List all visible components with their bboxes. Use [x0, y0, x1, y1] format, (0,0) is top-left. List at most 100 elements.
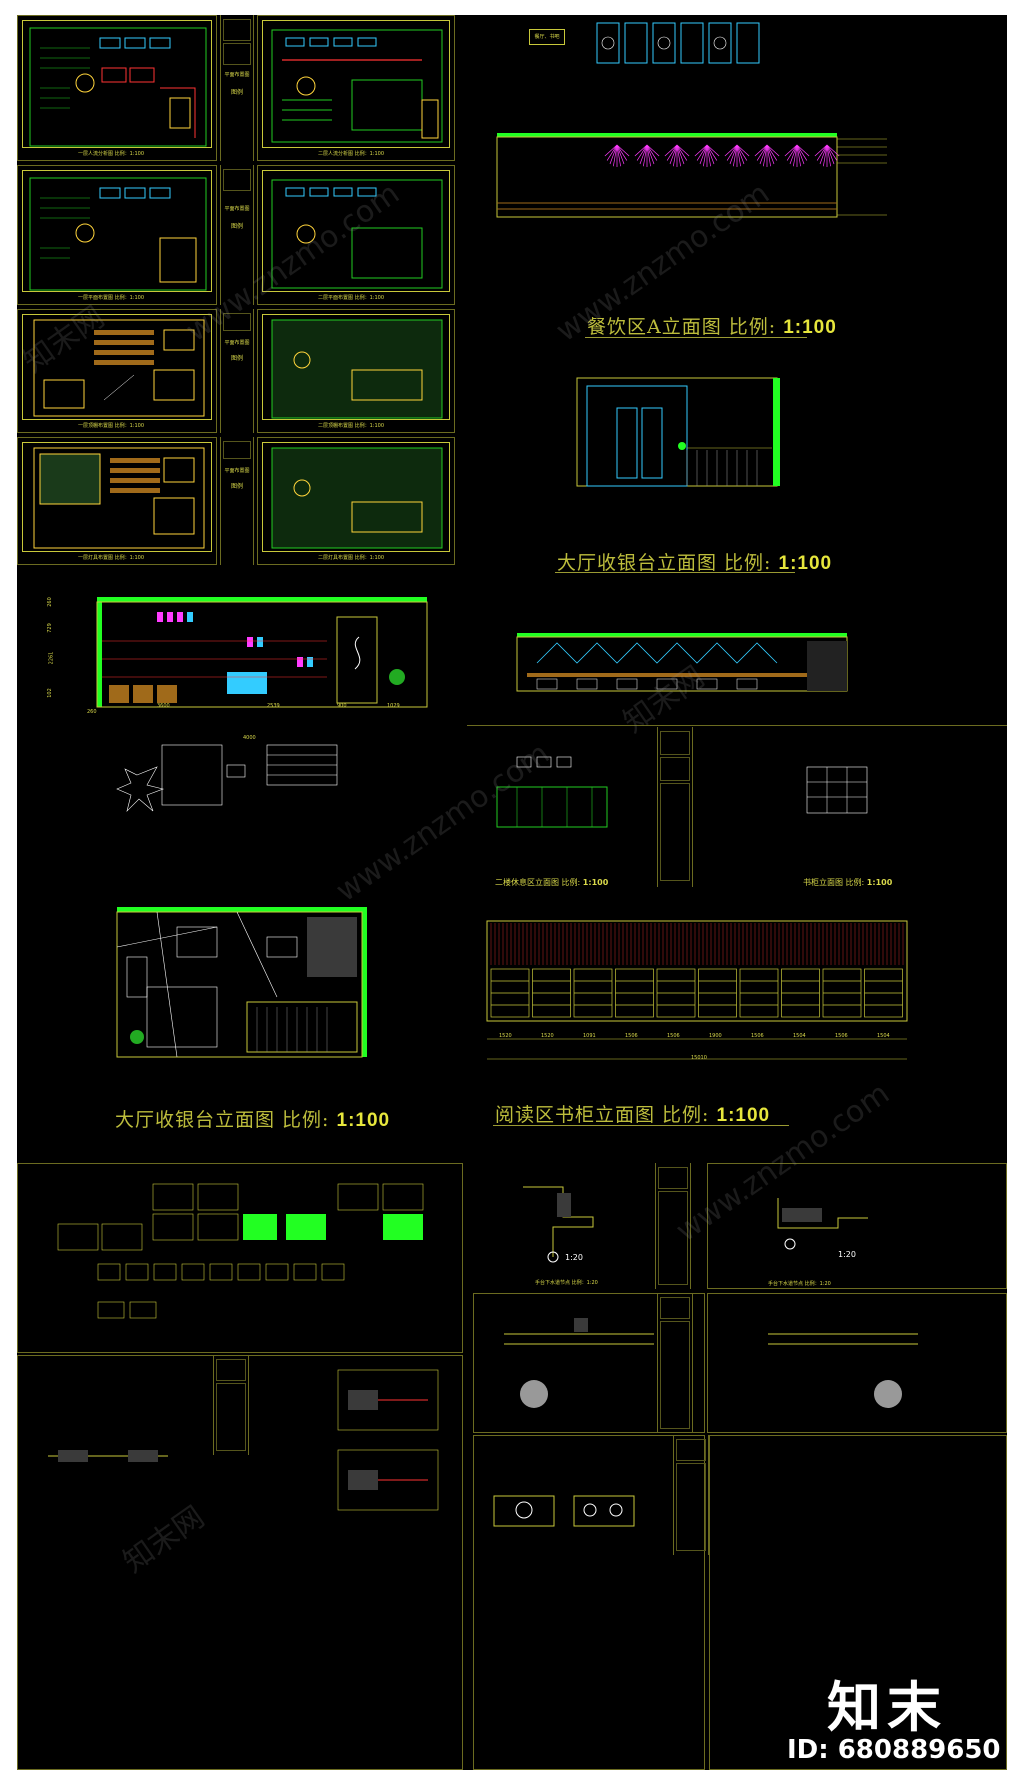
reading-total-dim: 15010 — [691, 1055, 707, 1061]
legend-title-1: 图例 — [230, 89, 243, 96]
legend-strip-3: 平面布置图 图例 — [220, 309, 254, 433]
cashier-right-panel: 大厅收银台立面图 比例: 1:100 — [467, 360, 1007, 610]
legend-strip-4: 平面布置图 图例 — [220, 437, 254, 565]
detail-3-drawing — [504, 1318, 654, 1408]
bookshelf-dim-bottom-1: 3600 — [157, 703, 170, 709]
plan-detail-1-drawing — [48, 1450, 168, 1462]
bookshelf-dim-bottom-3: 900 — [337, 703, 347, 709]
plan-panel-5: 一层顶棚布置图 比例：1:100 — [17, 309, 217, 433]
plan-caption-7: 一层灯具布置图 比例：1:100 — [78, 555, 144, 561]
node1-tag: 1:20 — [565, 1253, 583, 1262]
bookshelf-left-panel: 260 729 2261 102 — [17, 575, 455, 708]
brand-logo: 知末 — [827, 1676, 947, 1739]
dining-cabinet-drawing — [596, 22, 760, 64]
ceiling-plan-1-drawing — [33, 319, 205, 417]
floor-plan-3-drawing — [29, 177, 207, 291]
detail-panel-6 — [709, 1435, 1007, 1770]
cashier-right-drawing — [576, 377, 780, 487]
reading-top-drawing — [516, 633, 848, 692]
cashier-left-drawing — [116, 907, 367, 1058]
plan-panel-8: 二层灯具布置图 比例：1:100 — [257, 437, 455, 565]
legend-strip-6 — [655, 1163, 691, 1289]
cabinet-caption: 书柜立面图 比例: 1:100 — [803, 878, 893, 887]
node-detail-panel-2: 1:20 手台下水道节点 比例：1:20 — [707, 1163, 1007, 1289]
legend-strip-7 — [213, 1355, 249, 1455]
detail-4-drawing — [768, 1333, 918, 1408]
bookshelf-dim-left-1: 260 — [46, 597, 53, 607]
cabinet-panel: 书柜立面图 比例: 1:100 — [697, 727, 907, 887]
node-detail-1-drawing — [523, 1186, 594, 1263]
node1-caption: 手台下水道节点 比例：1:20 — [535, 1280, 598, 1286]
legend-strip-8 — [657, 1293, 693, 1433]
dining-tag: 餐厅、书吧 — [529, 29, 565, 45]
bookshelf-dim-left-4: 102 — [46, 688, 53, 698]
reading-dim-9: 1506 — [835, 1033, 848, 1039]
plan-panel-6: 二层顶棚布置图 比例：1:100 — [257, 309, 455, 433]
reading-dims: 1520 1520 1091 1506 1506 1900 1506 1504 … — [487, 1033, 907, 1043]
legend-title-4: 图例 — [230, 483, 243, 490]
cashier-right-title: 大厅收银台立面图 比例: 1:100 — [557, 552, 833, 574]
plan-detail-panel-1 — [17, 1355, 463, 1770]
rest-area-panel: 二楼休息区立面图 比例: 1:100 — [467, 727, 647, 887]
plan-caption-8: 二层灯具布置图 比例：1:100 — [318, 555, 384, 561]
overview-panel — [17, 1163, 463, 1353]
dining-elevation-drawing — [496, 133, 840, 218]
floor-plan-2-drawing — [271, 29, 443, 143]
ceiling-plan-2-drawing — [271, 319, 443, 419]
reading-dim-2: 1520 — [541, 1033, 554, 1039]
brand-id: ID: 680889650 — [787, 1735, 1001, 1765]
node2-tag: 1:20 — [838, 1250, 856, 1259]
dining-elevation-panel: 餐厅、书吧 餐饮区A立面图 比例: 1:100 — [467, 15, 1007, 355]
bookshelf-dim-left-2: 729 — [46, 623, 53, 633]
reading-dim-8: 1504 — [793, 1033, 806, 1039]
node-detail-2-drawing — [777, 1198, 868, 1250]
plan-caption-5: 一层顶棚布置图 比例：1:100 — [78, 423, 144, 429]
legend-strip-2: 平面布置图 图例 — [220, 165, 254, 305]
reading-dim-6: 1900 — [709, 1033, 722, 1039]
reading-dim-7: 1506 — [751, 1033, 764, 1039]
floor-plan-1-drawing — [29, 27, 207, 147]
bookshelf-dim-left-3: 2261 — [48, 651, 55, 665]
detail-5-drawing — [493, 1495, 635, 1527]
legend-sub-1: 平面布置图 — [224, 72, 250, 78]
plan-caption-1: 一层人流分析图 比例：1:100 — [78, 151, 144, 157]
plan-panel-7: 一层灯具布置图 比例：1:100 — [17, 437, 217, 565]
legend-title-3: 图例 — [230, 355, 243, 362]
legend-sub-4: 平面布置图 — [224, 468, 250, 474]
cad-drawing-sheet: 一层人流分析图 比例：1:100 平面布置图 图例 二层人流分析图 比例：1:1… — [17, 15, 1007, 1770]
reading-dim-5: 1506 — [667, 1033, 680, 1039]
legend-strip-9 — [673, 1435, 709, 1555]
plan-caption-2: 二层人流分析图 比例：1:100 — [318, 151, 384, 157]
bookshelf-left-drawing — [96, 597, 428, 708]
plan-panel-2: 二层人流分析图 比例：1:100 — [257, 15, 455, 161]
cabinet-drawing — [806, 766, 868, 814]
node2-caption: 手台下水道节点 比例：1:20 — [768, 1281, 831, 1287]
reading-dim-3: 1091 — [583, 1033, 596, 1039]
reading-area-title: 阅读区书柜立面图 比例: 1:100 — [495, 1104, 771, 1126]
node-detail-panel-1: 1:20 手台下水道节点 比例：1:20 — [473, 1163, 693, 1289]
cashier-plan-drawing — [116, 744, 338, 812]
lighting-plan-1-drawing — [33, 447, 205, 549]
plan-dim-4000: 4000 — [243, 735, 256, 741]
plan-panel-4: 二层平面布置图 比例：1:100 — [257, 165, 455, 305]
bookshelf-dim-bottom-4: 1029 — [387, 703, 400, 709]
reading-dim-4: 1506 — [625, 1033, 638, 1039]
bookshelf-dim-edge: 260 — [87, 709, 97, 715]
plan-caption-3: 一层平面布置图 比例：1:100 — [78, 295, 144, 301]
reading-area-panel: 1520 1520 1091 1506 1506 1900 1506 1504 … — [467, 895, 1007, 1165]
detail-panel-3 — [473, 1293, 705, 1433]
plan-caption-6: 二层顶棚布置图 比例：1:100 — [318, 423, 384, 429]
cashier-left-title: 大厅收银台立面图 比例: 1:100 — [115, 1109, 391, 1131]
door-detail-drawing — [337, 1369, 439, 1511]
reading-area-drawing — [486, 920, 908, 1060]
legend-title-2: 图例 — [230, 223, 243, 230]
detail-panel-5 — [473, 1435, 705, 1770]
plan-panel-3: 一层平面布置图 比例：1:100 — [17, 165, 217, 305]
legend-strip-1: 平面布置图 图例 — [220, 15, 254, 161]
bookshelf-dim-row: 260 3600 2539 900 1029 4000 — [17, 703, 455, 812]
cashier-left-panel: 大厅收银台立面图 比例: 1:100 — [17, 895, 455, 1155]
legend-strip-5 — [657, 727, 693, 887]
legend-sub-3: 平面布置图 — [224, 340, 250, 346]
lighting-plan-2-drawing — [271, 447, 443, 549]
rest-area-caption: 二楼休息区立面图 比例: 1:100 — [495, 878, 609, 887]
